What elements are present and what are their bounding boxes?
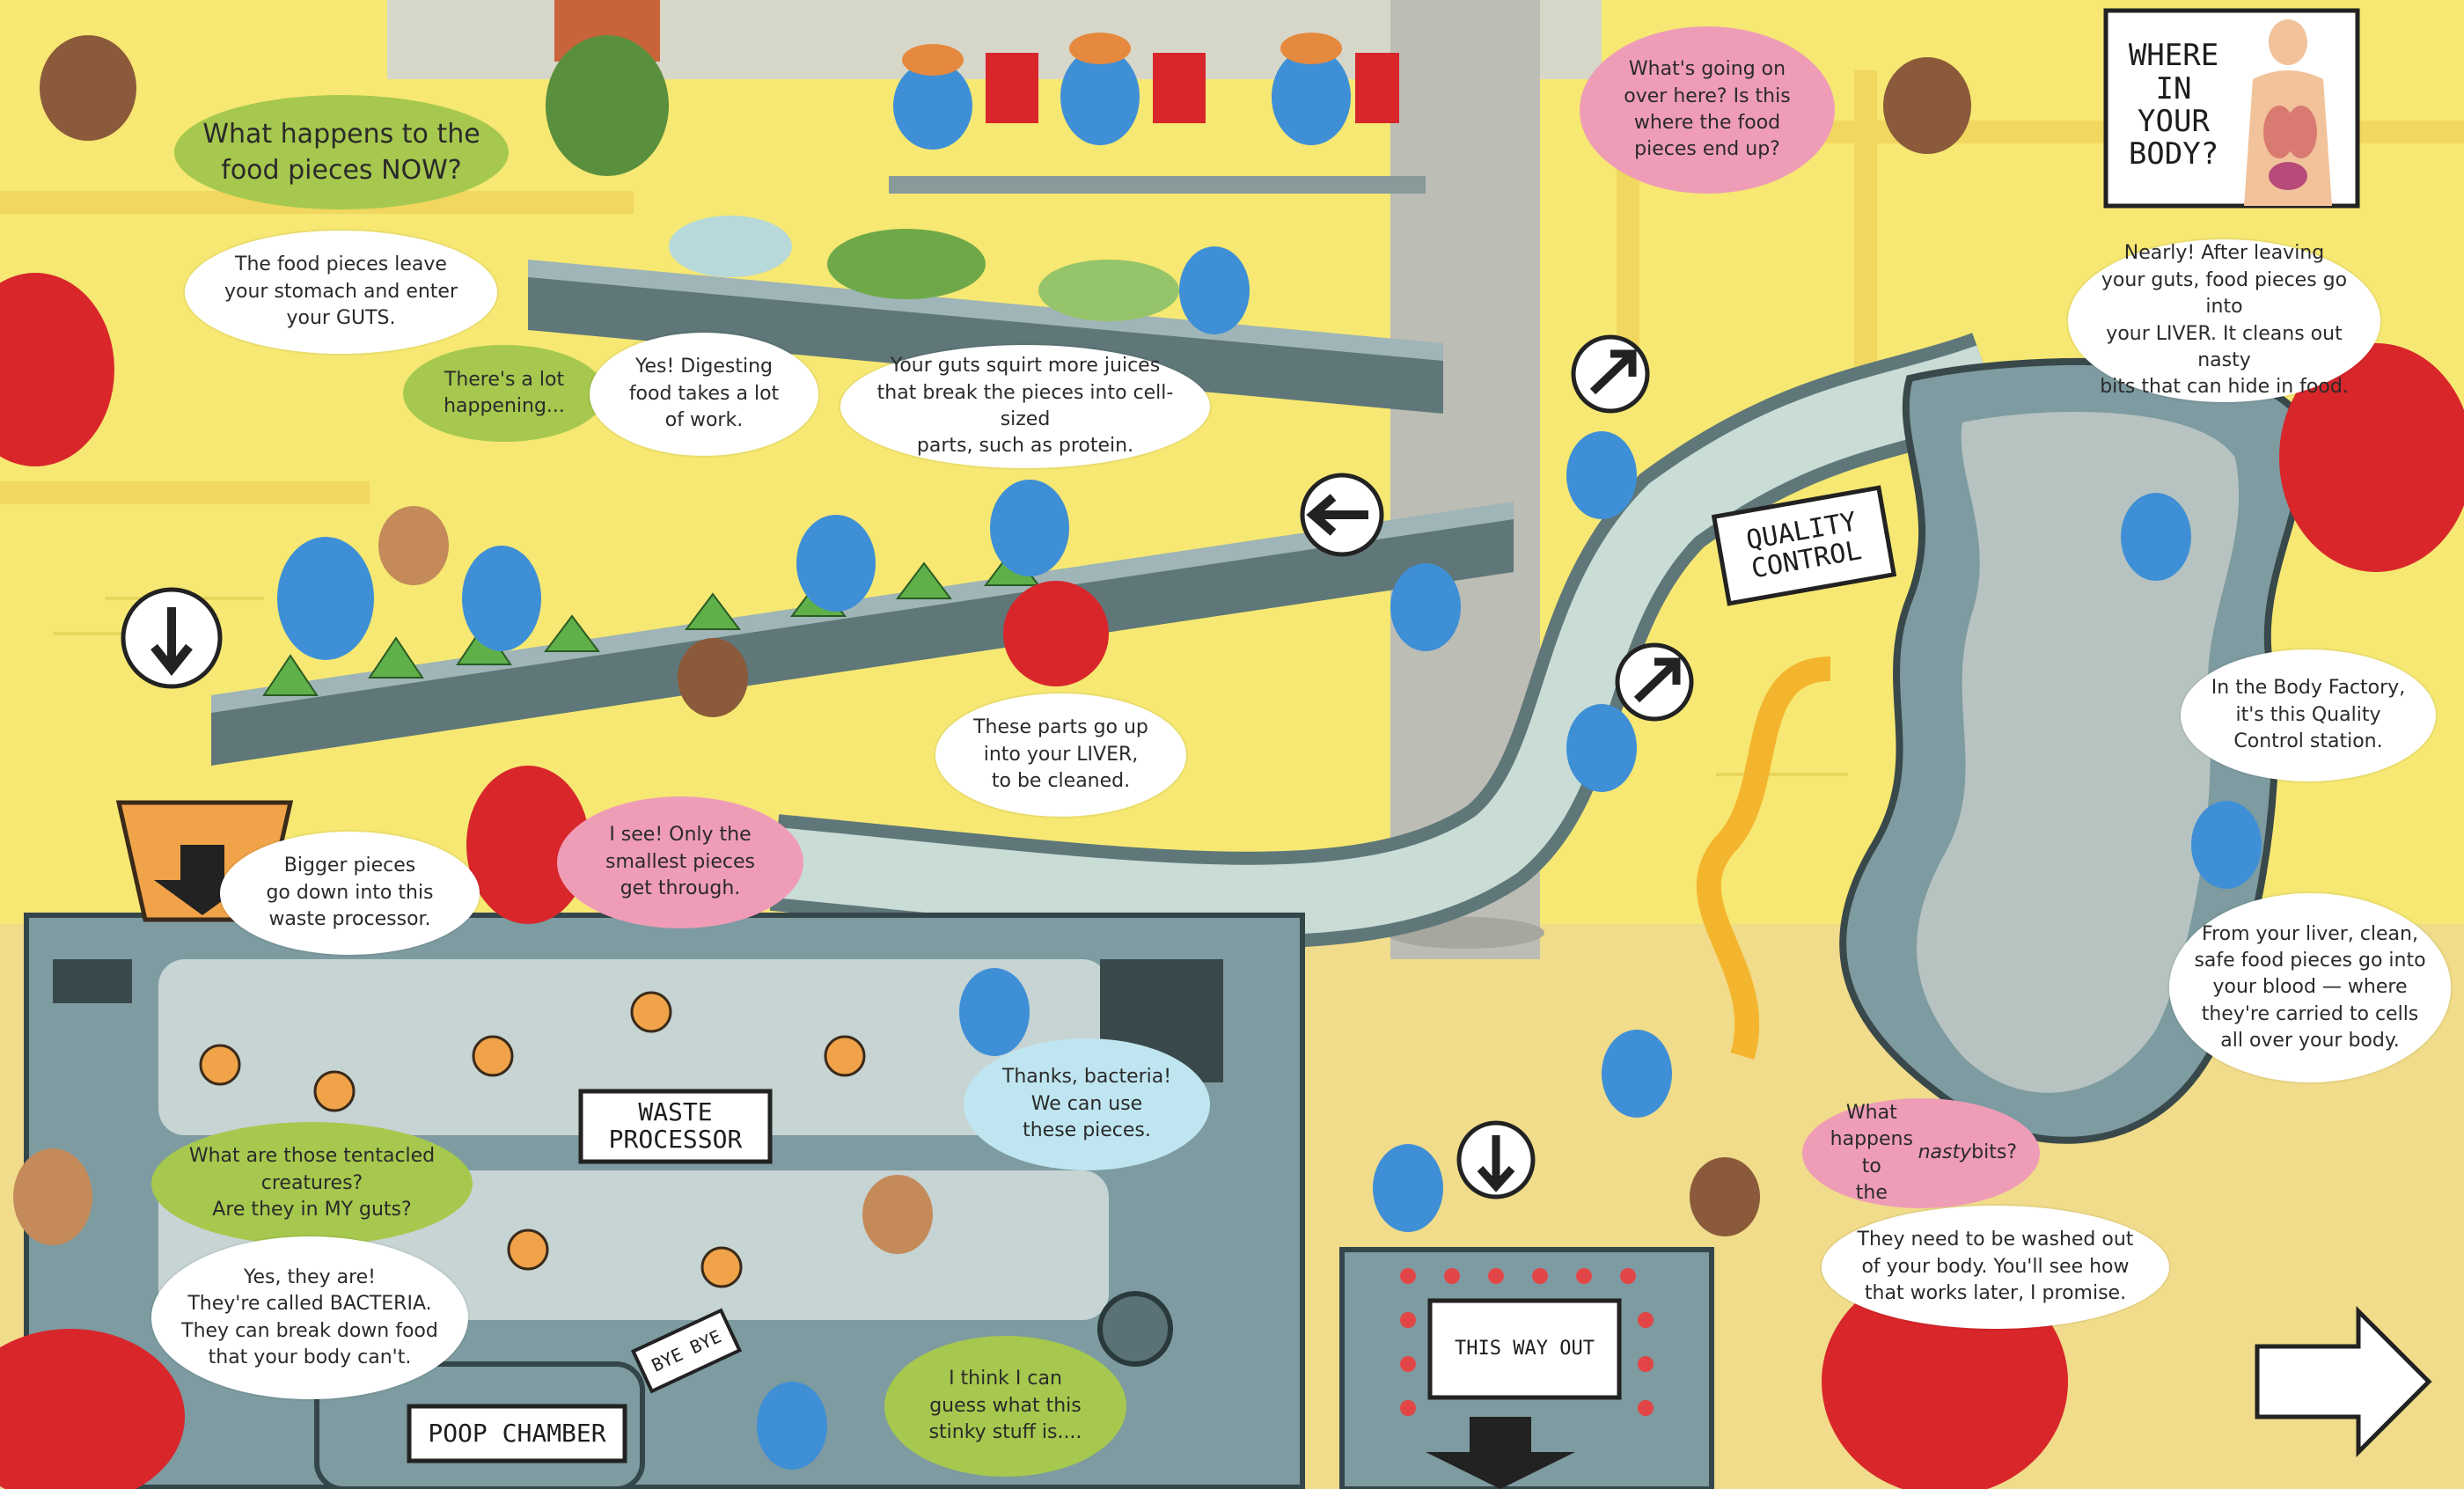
bubble-nearly-liver: Nearly! After leaving your guts, food pi…: [2068, 239, 2380, 402]
bubble-bacteria: Yes, they are! They're called BACTERIA. …: [151, 1236, 468, 1399]
bubble-tentacled: What are those tentacled creatures? Are …: [151, 1122, 473, 1245]
bubble-parts-liver: These parts go up into your LIVER, to be…: [935, 693, 1186, 817]
green-triangles: [262, 548, 1040, 696]
exit-lights: [1400, 1268, 1654, 1416]
arrow-up-right-icon: [1571, 334, 1694, 722]
bubble-digesting-work: Yes! Digesting food takes a lot of work.: [590, 333, 818, 456]
nasty-bits-emphasis: nasty: [1918, 1141, 1972, 1164]
bubble-quality-station: In the Body Factory, it's this Quality C…: [2181, 649, 2436, 781]
bubble-food-now: What happens to the food pieces NOW?: [174, 95, 509, 209]
where-in-body-label: WHERE IN YOUR BODY?: [2128, 38, 2219, 172]
bubble-thanks-bacteria: Thanks, bacteria! We can use these piece…: [964, 1038, 1210, 1170]
nasty-bits-pre: What happens to the: [1830, 1101, 1913, 1204]
waste-processor-sign: [578, 1089, 773, 1164]
yellow-hose: [1696, 656, 1831, 1060]
this-way-out-label: THIS WAY OUT: [1455, 1337, 1595, 1360]
poop-chamber-sign: [407, 1404, 627, 1463]
arrow-left-icon: [1300, 473, 1384, 557]
poop-chamber-label: POOP CHAMBER: [428, 1418, 606, 1448]
bubble-washed-out: They need to be washed out of your body.…: [1822, 1206, 2169, 1329]
bye-bye-sign: [630, 1308, 743, 1394]
bubble-lot-happening: There's a lot happening...: [403, 345, 605, 442]
middle-conveyor: [211, 502, 1514, 766]
sprayer-rack: [889, 176, 1426, 194]
bubble-smallest-pieces: I see! Only the smallest pieces get thro…: [557, 796, 803, 928]
arrow-down-icon: [1456, 1120, 1536, 1199]
quality-control-sign: [1711, 485, 1897, 606]
bubble-guts-squirt: Your guts squirt more juices that break …: [840, 345, 1210, 468]
bubble-going-on: What's going on over here? Is this where…: [1580, 26, 1835, 194]
where-in-body-sign: [2103, 8, 2360, 209]
upper-conveyor: [528, 260, 1443, 414]
waste-processor-label: WASTE PROCESSOR: [608, 1097, 743, 1154]
bacteria-icons: [199, 991, 866, 1288]
this-way-out-sign: [1427, 1298, 1622, 1400]
bubble-blood: From your liver, clean, safe food pieces…: [2169, 893, 2451, 1082]
nasty-bits-post: bits?: [1971, 1141, 2017, 1164]
bubble-nasty-bits: What happens to the nasty bits?: [1802, 1098, 2040, 1208]
helper-sprayers: [893, 33, 1399, 150]
bubble-stinky: I think I can guess what this stinky stu…: [884, 1336, 1126, 1477]
arrow-right-icon: [2255, 1305, 2432, 1458]
body-organs-icon: [2244, 19, 2332, 206]
liver-inner: [1916, 412, 2240, 1093]
tube-inner: [771, 345, 2001, 935]
helper-icons: [277, 246, 2262, 1470]
food-piles: [546, 35, 1179, 321]
arrow-down-icon: [121, 587, 223, 689]
bubble-leave-stomach: The food pieces leave your stomach and e…: [185, 231, 497, 354]
child-icons: [13, 35, 1971, 1254]
bubble-bigger-pieces: Bigger pieces go down into this waste pr…: [220, 832, 480, 955]
